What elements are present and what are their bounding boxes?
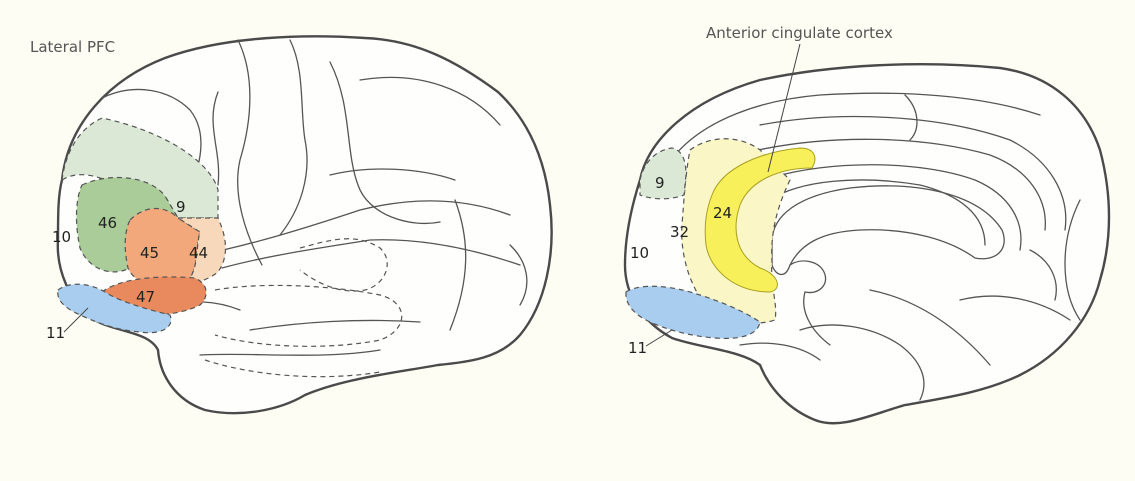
anterior-cingulate-cortex-title: Anterior cingulate cortex bbox=[706, 24, 893, 42]
lateral-area-46-label: 46 bbox=[98, 214, 117, 232]
lateral-area-9-label: 9 bbox=[176, 198, 186, 216]
lateral-pfc-title: Lateral PFC bbox=[30, 38, 115, 56]
lateral-area-44-label: 44 bbox=[189, 244, 208, 262]
medial-area-10-label: 10 bbox=[630, 244, 649, 262]
medial-area-24-label: 24 bbox=[713, 204, 732, 222]
medial-brain-view: 9 10 32 24 11 Anterior cingulate cortex bbox=[625, 24, 1109, 423]
lateral-brain-view: 9 10 46 45 44 47 11 Lateral PFC bbox=[30, 36, 552, 413]
medial-area-9-label: 9 bbox=[655, 174, 665, 192]
medial-area-32-label: 32 bbox=[670, 223, 689, 241]
lateral-area-10-label: 10 bbox=[52, 228, 71, 246]
medial-area-11-label: 11 bbox=[628, 339, 647, 357]
lateral-area-45-label: 45 bbox=[140, 244, 159, 262]
lateral-area-47-label: 47 bbox=[136, 288, 155, 306]
medial-area-11-pointer bbox=[646, 330, 672, 346]
lateral-area-11-label: 11 bbox=[46, 324, 65, 342]
